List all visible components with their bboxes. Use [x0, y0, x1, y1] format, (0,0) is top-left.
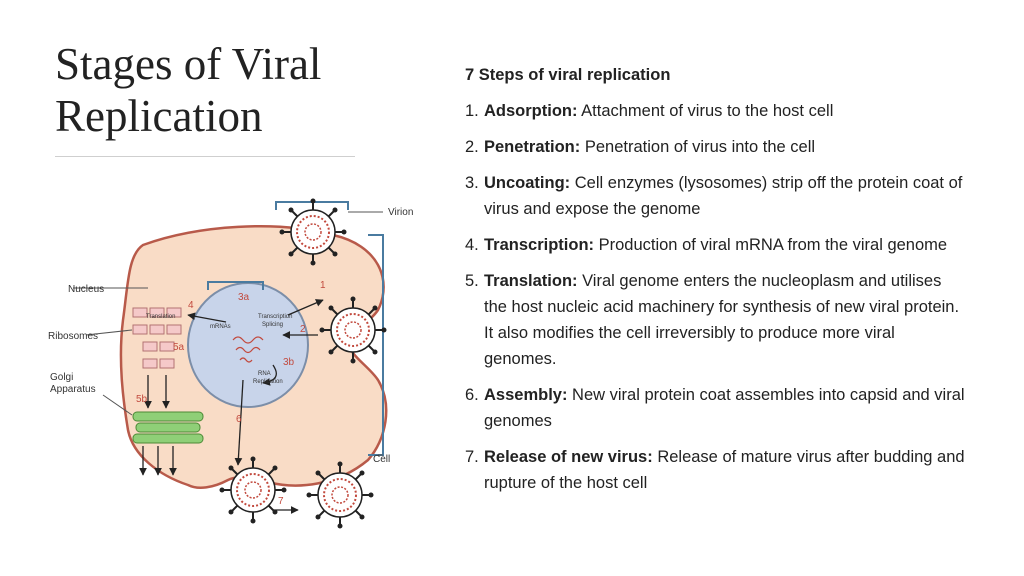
title-line-1: Stages of Viral [55, 39, 322, 89]
virion-endocytosed [318, 295, 388, 365]
step-description: Adsorption: Attachment of virus to the h… [484, 98, 965, 124]
step-term: Release of new virus: [484, 448, 653, 466]
slide-title: Stages of Viral Replication [55, 38, 321, 142]
steps-panel: 7 Steps of viral replication 1. Adsorptio… [465, 62, 965, 506]
label-ribosomes: Ribosomes [48, 331, 98, 342]
step-num-3a: 3a [238, 292, 250, 303]
label-transcription: Transcription [258, 314, 292, 320]
step-text: Production of viral mRNA from the viral … [594, 236, 948, 254]
step-number: 1. [465, 102, 479, 120]
step-item: 3. Uncoating: Cell enzymes (lysosomes) st… [465, 170, 965, 222]
label-golgi-2: Apparatus [50, 384, 96, 395]
step-number: 4. [465, 236, 479, 254]
step-num-7: 7 [278, 496, 284, 507]
step-number: 7. [465, 448, 479, 466]
step-term: Adsorption: [484, 102, 578, 120]
label-translation: Translation [146, 314, 175, 320]
viral-replication-diagram: Virion Nucleus Ribosomes Golgi Apparatus… [48, 197, 413, 530]
step-description: Penetration: Penetration of virus into t… [484, 134, 965, 160]
step-item: 6. Assembly: New viral protein coat assem… [465, 382, 965, 434]
step-num-2: 2 [300, 324, 306, 335]
step-term: Transcription: [484, 236, 595, 254]
virion-released [305, 460, 375, 530]
label-golgi-1: Golgi [50, 372, 73, 383]
step-term: Penetration: [484, 138, 581, 156]
step-item: 7. Release of new virus: Release of matur… [465, 444, 965, 496]
step-description: Transcription: Production of viral mRNA … [484, 232, 965, 258]
step-term: Assembly: [484, 386, 568, 404]
label-mrnas: mRNAs [210, 324, 231, 330]
step-num-5b: 5b [136, 394, 148, 405]
step-num-4: 4 [188, 300, 194, 311]
step-text: Release of mature virus after budding an… [484, 448, 965, 492]
step-text: Penetration of virus into the cell [580, 138, 816, 156]
step-description: Assembly: New viral protein coat assembl… [484, 382, 965, 434]
step-text: Attachment of virus to the host cell [577, 102, 834, 120]
step-item: 5. Translation: Viral genome enters the n… [465, 268, 965, 372]
step-num-1: 1 [320, 280, 326, 291]
title-line-2: Replication [55, 91, 263, 141]
title-divider [55, 156, 355, 157]
label-cell: Cell [373, 454, 390, 465]
ribosome-cluster [132, 307, 182, 369]
label-replication: Replication [253, 379, 283, 385]
label-rna: RNA [258, 371, 271, 377]
step-description: Release of new virus: Release of mature … [484, 444, 965, 496]
step-term: Translation: [484, 272, 578, 290]
steps-heading: 7 Steps of viral replication [465, 66, 671, 84]
step-num-3b: 3b [283, 357, 295, 368]
step-number: 5. [465, 272, 479, 290]
step-text: Viral genome enters the nucleoplasm and … [484, 272, 960, 368]
label-virion: Virion [388, 207, 413, 218]
step-text: Cell enzymes (lysosomes) strip off the p… [484, 174, 963, 218]
step-term: Uncoating: [484, 174, 571, 192]
virion-entering [278, 197, 348, 267]
step-number: 2. [465, 138, 479, 156]
golgi-apparatus [132, 411, 204, 444]
step-description: Translation: Viral genome enters the nuc… [484, 268, 965, 372]
steps-list: 1. Adsorption: Attachment of virus to the… [465, 98, 965, 496]
step-description: Uncoating: Cell enzymes (lysosomes) stri… [484, 170, 965, 222]
virion-budding [218, 455, 288, 525]
step-number: 6. [465, 386, 479, 404]
step-item: 2. Penetration: Penetration of virus into… [465, 134, 965, 160]
label-nucleus: Nucleus [68, 284, 104, 295]
label-splicing: Splicing [262, 322, 283, 328]
step-item: 1. Adsorption: Attachment of virus to the… [465, 98, 965, 124]
step-num-5a: 5a [173, 342, 185, 353]
step-num-6: 6 [236, 414, 242, 425]
step-text: New viral protein coat assembles into ca… [484, 386, 965, 430]
step-number: 3. [465, 174, 479, 192]
step-item: 4. Transcription: Production of viral mRN… [465, 232, 965, 258]
